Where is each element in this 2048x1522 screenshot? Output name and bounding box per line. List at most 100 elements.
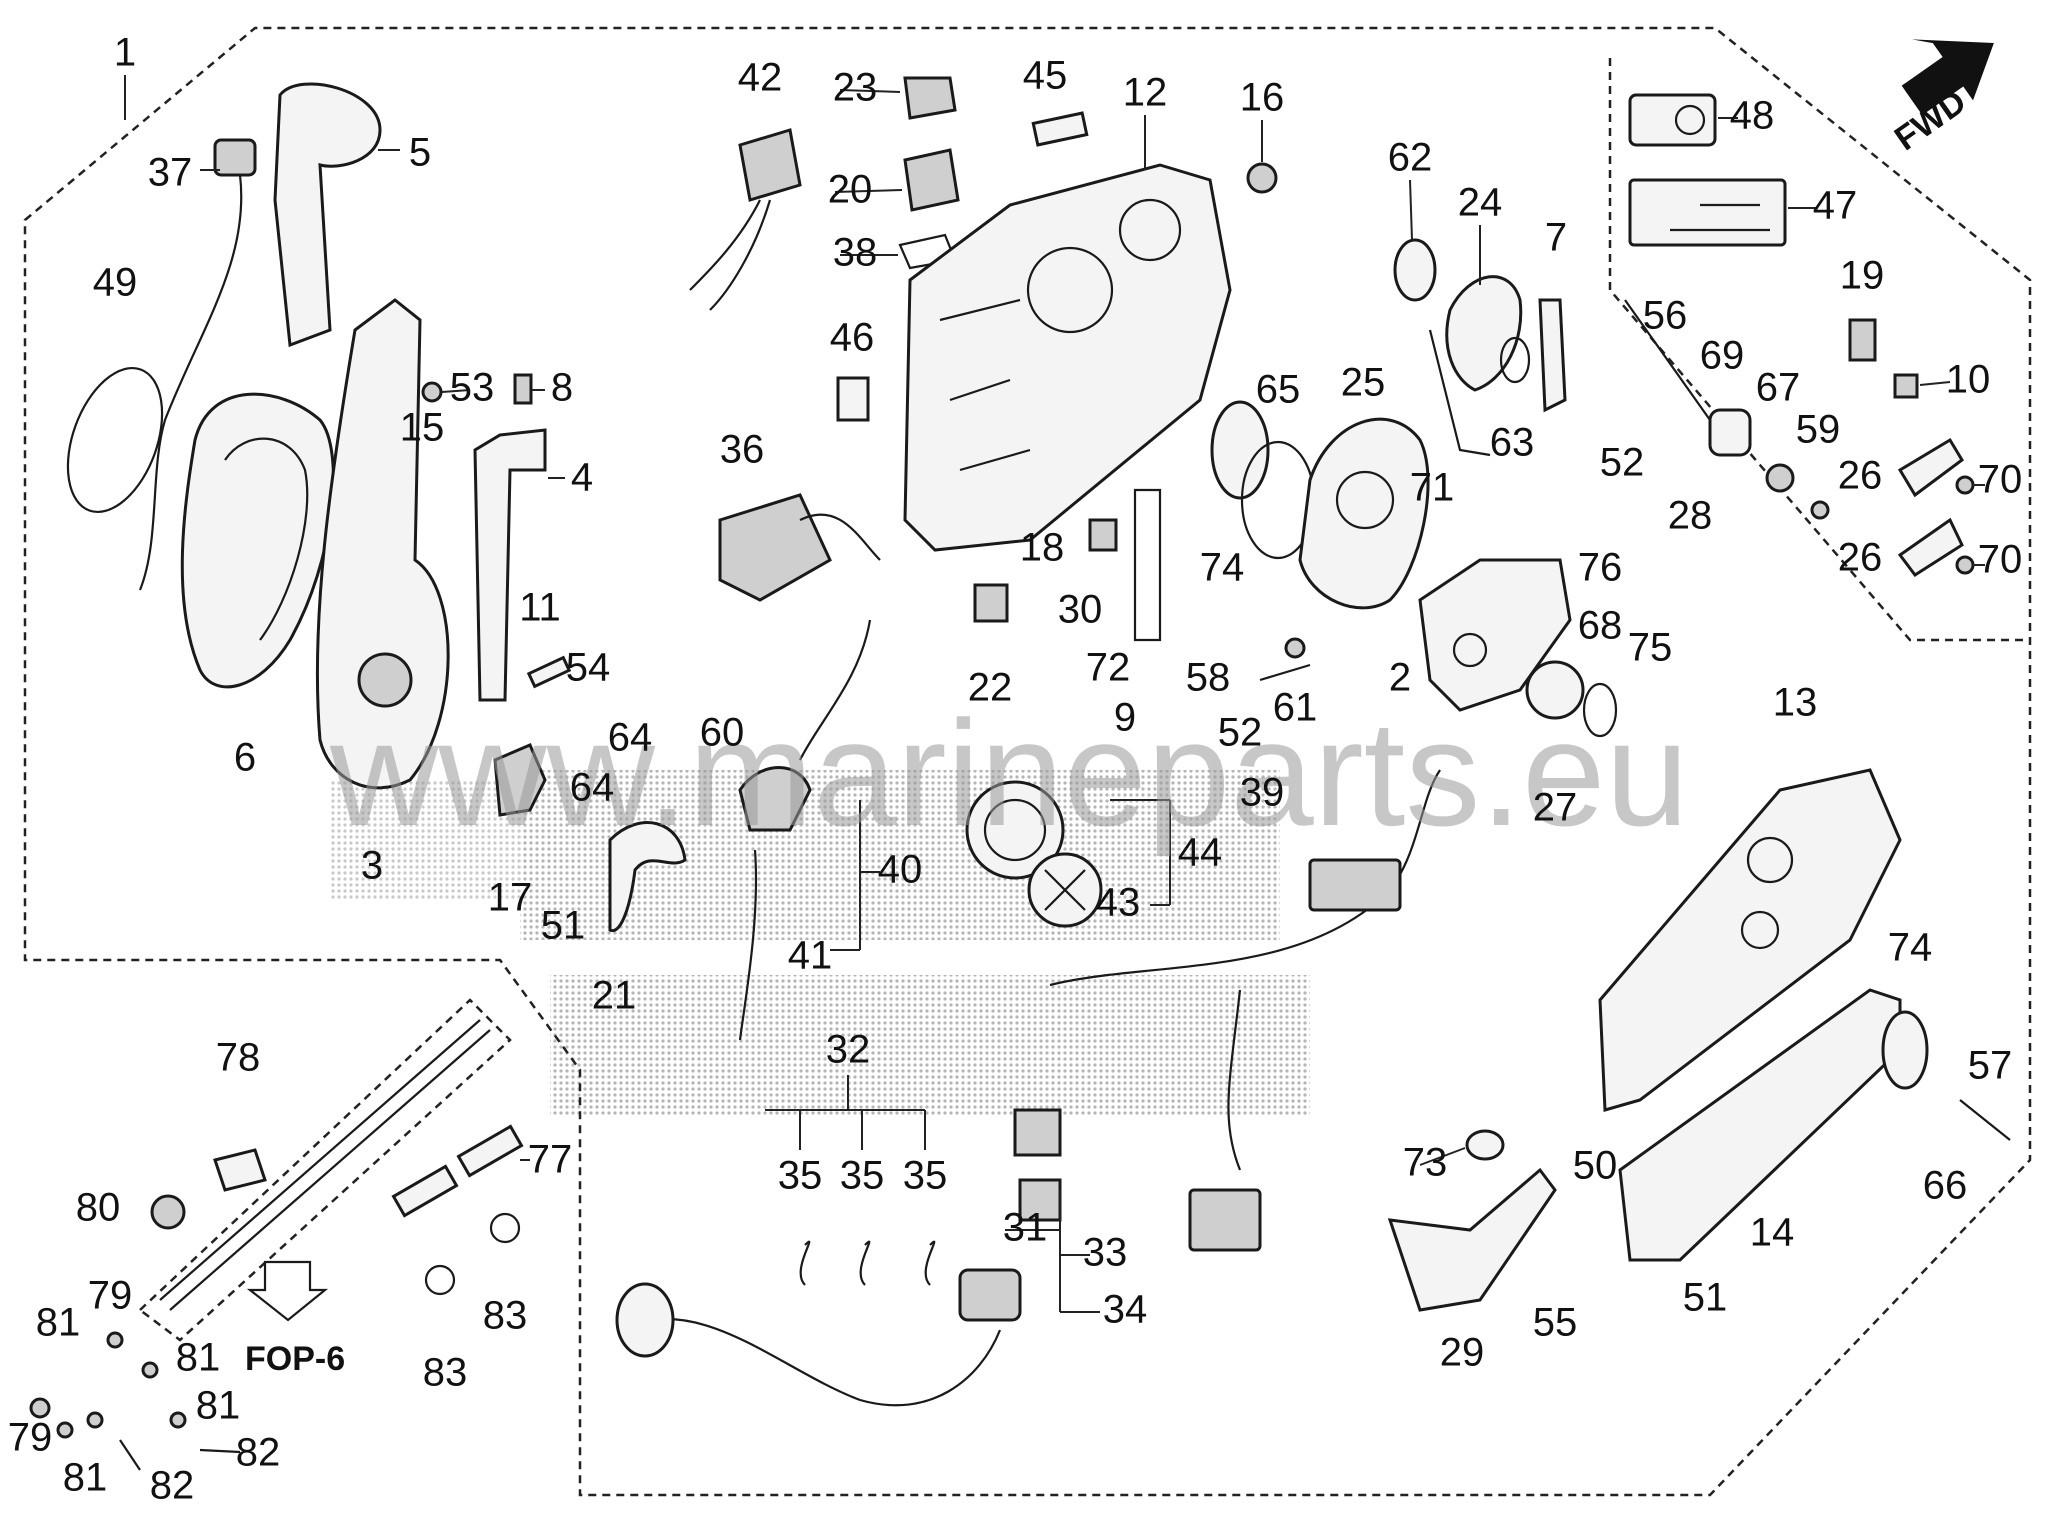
watermark-dot-band [330,770,1310,1115]
callout-81: 81 [196,1384,241,1428]
callout-10: 10 [1946,358,1991,402]
callout-31: 31 [1003,1206,1048,1250]
callout-81: 81 [63,1456,108,1500]
callout-23: 23 [833,66,878,110]
callout-16: 16 [1240,76,1285,120]
callout-61: 61 [1273,686,1318,730]
leader-lines [124,75,1985,1313]
callout-1: 1 [114,31,136,75]
callout-79: 79 [88,1274,133,1318]
callout-29: 29 [1440,1331,1485,1375]
callout-13: 13 [1773,681,1818,725]
watermark-text: www.marineparts.eu [329,689,1689,857]
callout-56: 56 [1643,294,1688,338]
callout-21: 21 [592,974,637,1018]
callout-63: 63 [1490,421,1535,465]
callout-67: 67 [1756,366,1801,410]
callout-30: 30 [1058,588,1103,632]
callout-82: 82 [236,1431,281,1475]
reference-label: FOP-6 [245,1340,345,1378]
electrical-parts [689,76,1103,1041]
callout-17: 17 [488,876,533,920]
parts-kit [1624,93,1975,578]
callout-83: 83 [483,1294,528,1338]
callout-53: 53 [450,366,495,410]
callout-58: 58 [1186,656,1231,700]
callout-2: 2 [1389,656,1411,700]
callout-26: 26 [1838,536,1883,580]
callout-35: 35 [903,1154,948,1198]
callout-52: 52 [1218,711,1263,755]
callout-46: 46 [830,316,875,360]
callout-81: 81 [36,1301,81,1345]
wire-harness [615,769,1441,1407]
callout-44: 44 [1178,831,1223,875]
forward-arrow-icon: FWD [1888,39,1994,158]
callout-6: 6 [234,736,256,780]
callout-35: 35 [778,1154,823,1198]
control-lever-assembly [66,82,687,933]
callout-14: 14 [1750,1211,1795,1255]
callout-36: 36 [720,428,765,472]
callout-69: 69 [1700,334,1745,378]
callout-26: 26 [1838,454,1883,498]
gear-set [1210,238,1618,738]
callout-80: 80 [76,1186,121,1230]
cable-boundary [138,998,512,1342]
callout-79: 79 [8,1416,53,1460]
callout-55: 55 [1533,1301,1578,1345]
callout-78: 78 [216,1036,261,1080]
callout-33: 33 [1083,1231,1128,1275]
callout-40: 40 [878,848,923,892]
callout-60: 60 [700,711,745,755]
callout-64: 64 [608,716,653,760]
callout-82: 82 [150,1464,195,1508]
callout-75: 75 [1628,626,1673,670]
callout-47: 47 [1813,184,1858,228]
callout-4: 4 [571,456,593,500]
callout-71: 71 [1410,466,1455,510]
callout-73: 73 [1403,1141,1448,1185]
callout-20: 20 [828,168,873,212]
callout-51: 51 [1683,1276,1728,1320]
callout-81: 81 [176,1336,221,1380]
callout-19: 19 [1840,254,1885,298]
callout-70: 70 [1978,458,2023,502]
callout-18: 18 [1020,526,1065,570]
callout-51: 51 [541,904,586,948]
callout-9: 9 [1114,696,1136,740]
assembly-boundary [23,26,2032,1497]
callout-70: 70 [1978,538,2023,582]
callout-65: 65 [1256,368,1301,412]
callout-74: 74 [1888,926,1933,970]
callout-45: 45 [1023,54,1068,98]
callout-7: 7 [1545,216,1567,260]
callout-5: 5 [409,131,431,175]
callout-48: 48 [1730,94,1775,138]
callout-25: 25 [1341,361,1386,405]
callout-32: 32 [826,1028,871,1072]
callout-28: 28 [1668,494,1713,538]
callout-77: 77 [528,1138,573,1182]
callout-43: 43 [1096,881,1141,925]
callout-11: 11 [519,586,561,630]
callout-22: 22 [968,666,1013,710]
callout-42: 42 [738,56,783,100]
callout-15: 15 [400,406,445,450]
callout-72: 72 [1086,646,1131,690]
kit-boundary [1608,58,2030,642]
callout-3: 3 [361,844,383,888]
callout-66: 66 [1923,1164,1968,1208]
callout-50: 50 [1573,1144,1618,1188]
main-case [903,162,1278,642]
callout-24: 24 [1458,181,1503,225]
callout-52: 52 [1600,441,1645,485]
reference-arrow-icon [246,1260,329,1322]
callout-12: 12 [1123,71,1168,115]
callout-68: 68 [1578,604,1623,648]
callout-74: 74 [1200,546,1245,590]
callout-57: 57 [1968,1044,2013,1088]
callout-54: 54 [566,646,611,690]
